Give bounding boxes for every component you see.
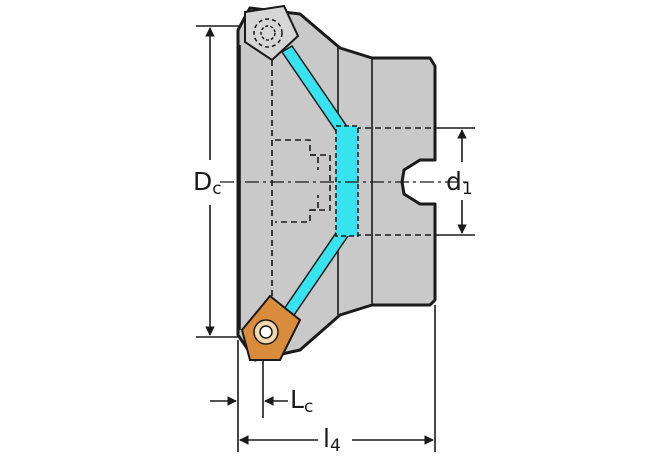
bottom-insert: [240, 294, 302, 361]
top-insert: [244, 4, 300, 62]
lc-label: Lc: [290, 385, 313, 417]
dc-label: Dc: [193, 167, 222, 199]
screw-hidden-inner: [310, 154, 319, 211]
l4-label: l4: [323, 424, 341, 456]
coolant-chamber: [335, 125, 359, 237]
screw-hidden: [275, 139, 331, 223]
d1-label: d1: [446, 167, 473, 199]
